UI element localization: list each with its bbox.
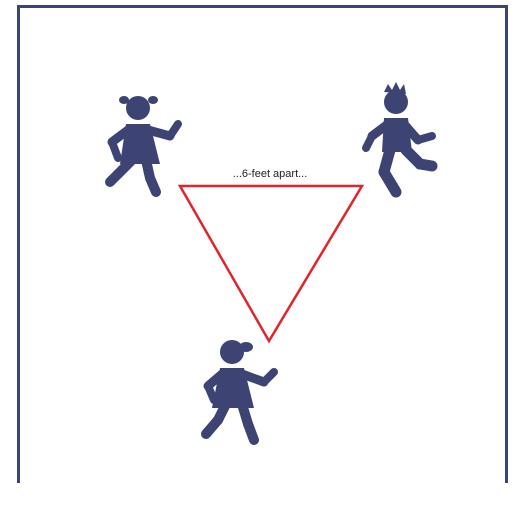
distance-caption: ...6-feet apart... bbox=[200, 168, 340, 180]
distance-triangle bbox=[180, 186, 362, 341]
girl-running-icon bbox=[110, 96, 178, 192]
boy-running-icon bbox=[366, 82, 432, 192]
girl-running-icon bbox=[206, 340, 274, 440]
